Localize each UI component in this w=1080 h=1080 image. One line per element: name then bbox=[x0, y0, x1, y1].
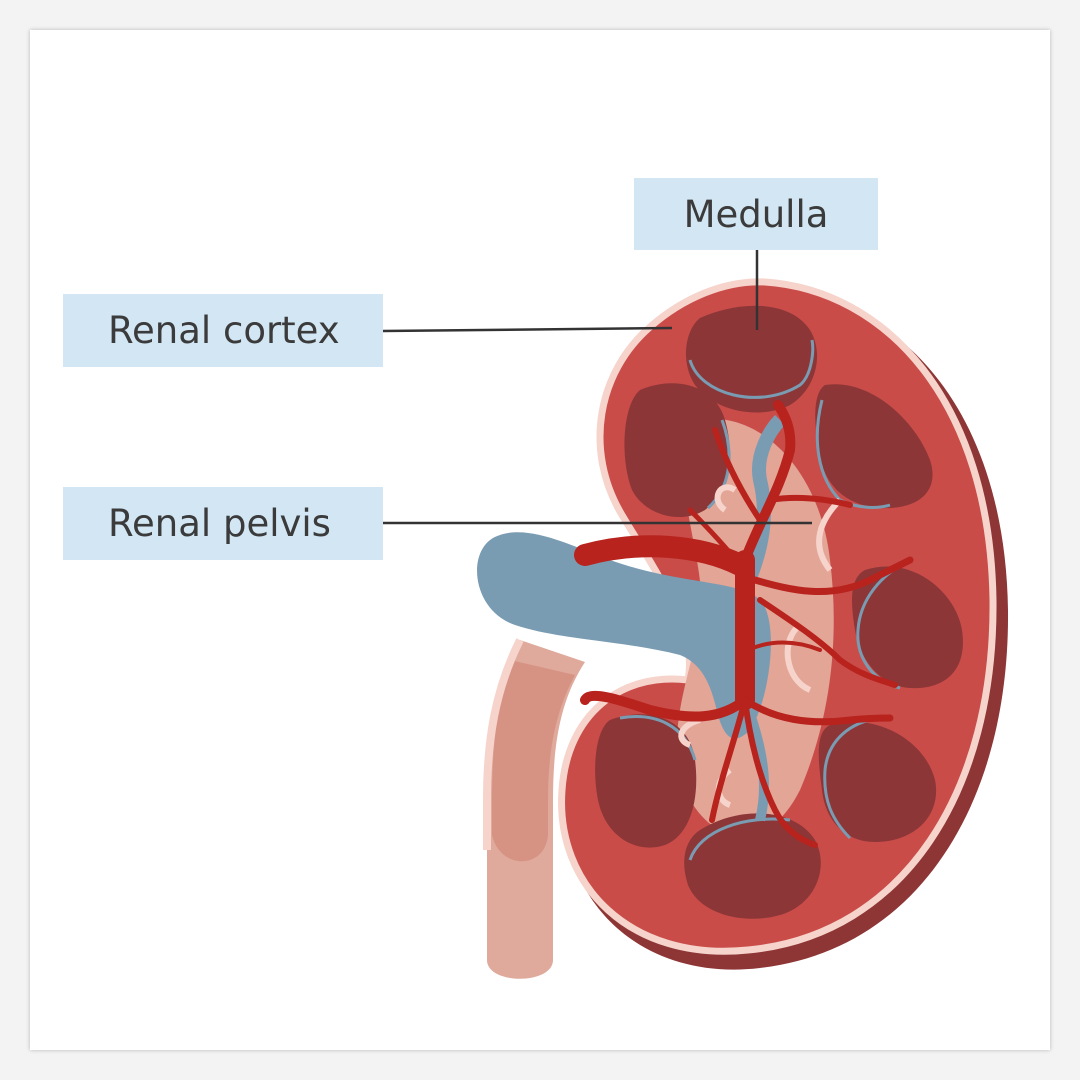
pyramid-lower-left bbox=[595, 714, 697, 848]
pyramid-lower-right bbox=[818, 721, 937, 842]
leader-line-renal-cortex bbox=[382, 326, 673, 333]
label-renal-pelvis: Renal pelvis bbox=[63, 487, 383, 560]
label-renal-pelvis-text: Renal pelvis bbox=[108, 502, 331, 545]
ureter bbox=[483, 638, 585, 979]
label-renal-cortex-text: Renal cortex bbox=[108, 309, 340, 352]
leader-lines bbox=[382, 250, 812, 525]
label-medulla: Medulla bbox=[634, 178, 878, 250]
pyramid-vein-edges bbox=[619, 339, 911, 861]
pyramid-bottom bbox=[684, 813, 821, 919]
pyramid-upper-left bbox=[624, 383, 730, 518]
medulla-pyramids bbox=[595, 305, 963, 919]
renal-artery bbox=[574, 400, 914, 848]
pyramid-top bbox=[685, 305, 818, 413]
pyramid-right bbox=[852, 566, 963, 689]
pyramid-upper-right bbox=[815, 384, 933, 509]
label-renal-cortex: Renal cortex bbox=[63, 294, 383, 367]
label-medulla-text: Medulla bbox=[683, 192, 829, 236]
